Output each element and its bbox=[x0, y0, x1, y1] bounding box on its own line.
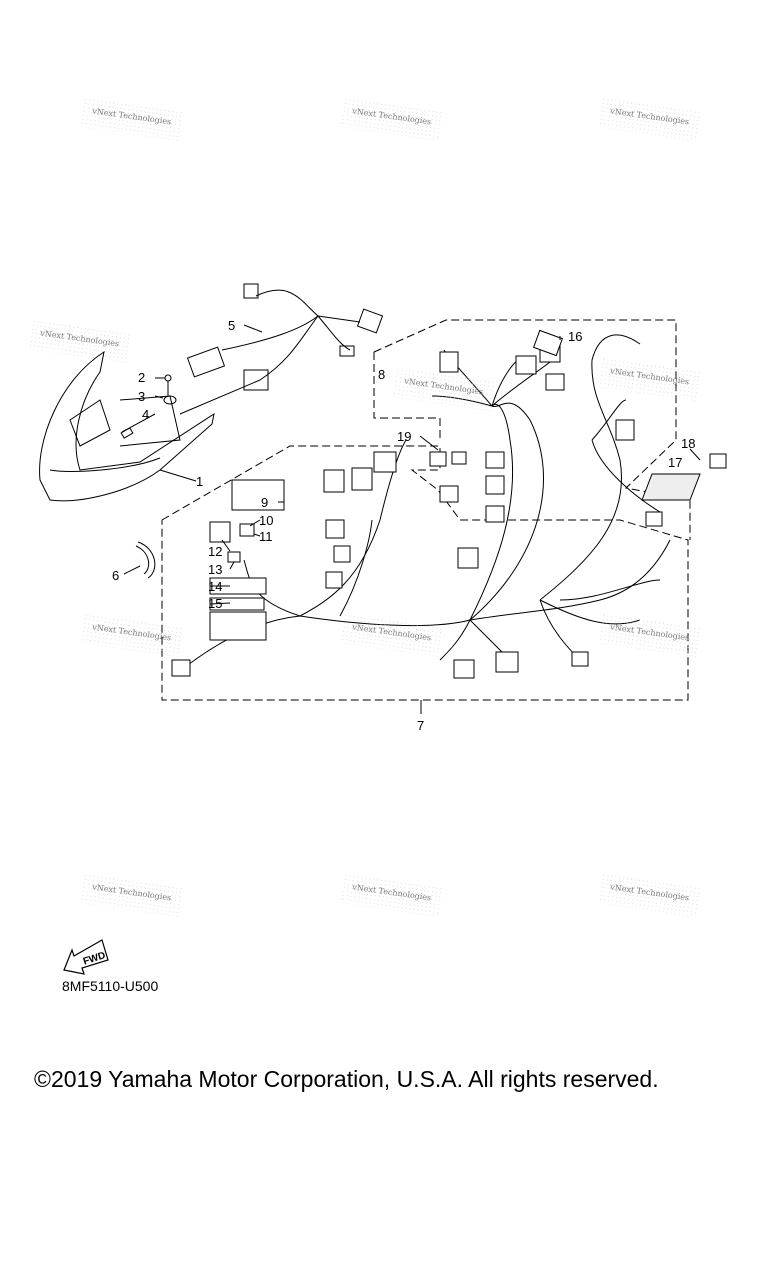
callout-7: 7 bbox=[417, 718, 425, 733]
group-boundary-8 bbox=[373, 352, 441, 440]
callout-11: 11 bbox=[259, 529, 273, 544]
headlight-cowl bbox=[39, 350, 215, 502]
callout-2: 2 bbox=[138, 370, 146, 385]
watermark: vNext Technologies bbox=[91, 622, 172, 643]
callout-18: 18 bbox=[681, 436, 696, 451]
callout-14: 14 bbox=[208, 579, 223, 594]
callout-1: 1 bbox=[196, 474, 204, 489]
group-boundary-7 bbox=[161, 445, 689, 701]
callout-4: 4 bbox=[142, 407, 150, 422]
copyright-notice: ©2019 Yamaha Motor Corporation, U.S.A. A… bbox=[34, 1066, 659, 1092]
callout-10: 10 bbox=[259, 513, 274, 528]
callout-5: 5 bbox=[228, 318, 236, 333]
sub-harness-5 bbox=[179, 283, 384, 415]
callout-3: 3 bbox=[138, 389, 146, 404]
callout-19: 19 bbox=[397, 429, 412, 444]
watermark: vNext Technologies bbox=[351, 622, 432, 643]
watermark: vNext Technologies bbox=[609, 882, 690, 903]
watermark: vNext Technologies bbox=[609, 622, 690, 643]
watermark: vNext Technologies bbox=[91, 882, 172, 903]
watermark: vNext Technologies bbox=[609, 366, 690, 387]
watermark: vNext Technologies bbox=[39, 328, 120, 349]
forward-arrow-icon: FWD bbox=[63, 939, 109, 975]
watermark: vNext Technologies bbox=[403, 376, 484, 397]
callout-6: 6 bbox=[112, 568, 120, 583]
connectors bbox=[171, 329, 727, 679]
callout-12: 12 bbox=[208, 544, 223, 559]
watermark: vNext Technologies bbox=[91, 106, 172, 127]
group-boundary-16 bbox=[373, 319, 691, 540]
callout-17: 17 bbox=[668, 455, 683, 470]
callout-8: 8 bbox=[378, 367, 386, 382]
callout-9: 9 bbox=[261, 495, 269, 510]
watermark: vNext Technologies bbox=[351, 106, 432, 127]
callout-15: 15 bbox=[208, 596, 223, 611]
watermark: vNext Technologies bbox=[609, 106, 690, 127]
callout-16: 16 bbox=[568, 329, 583, 344]
part-code: 8MF5110-U500 bbox=[62, 978, 159, 994]
leader-lines bbox=[209, 336, 561, 605]
watermark: vNext Technologies bbox=[351, 882, 432, 903]
callout-13: 13 bbox=[208, 562, 223, 577]
